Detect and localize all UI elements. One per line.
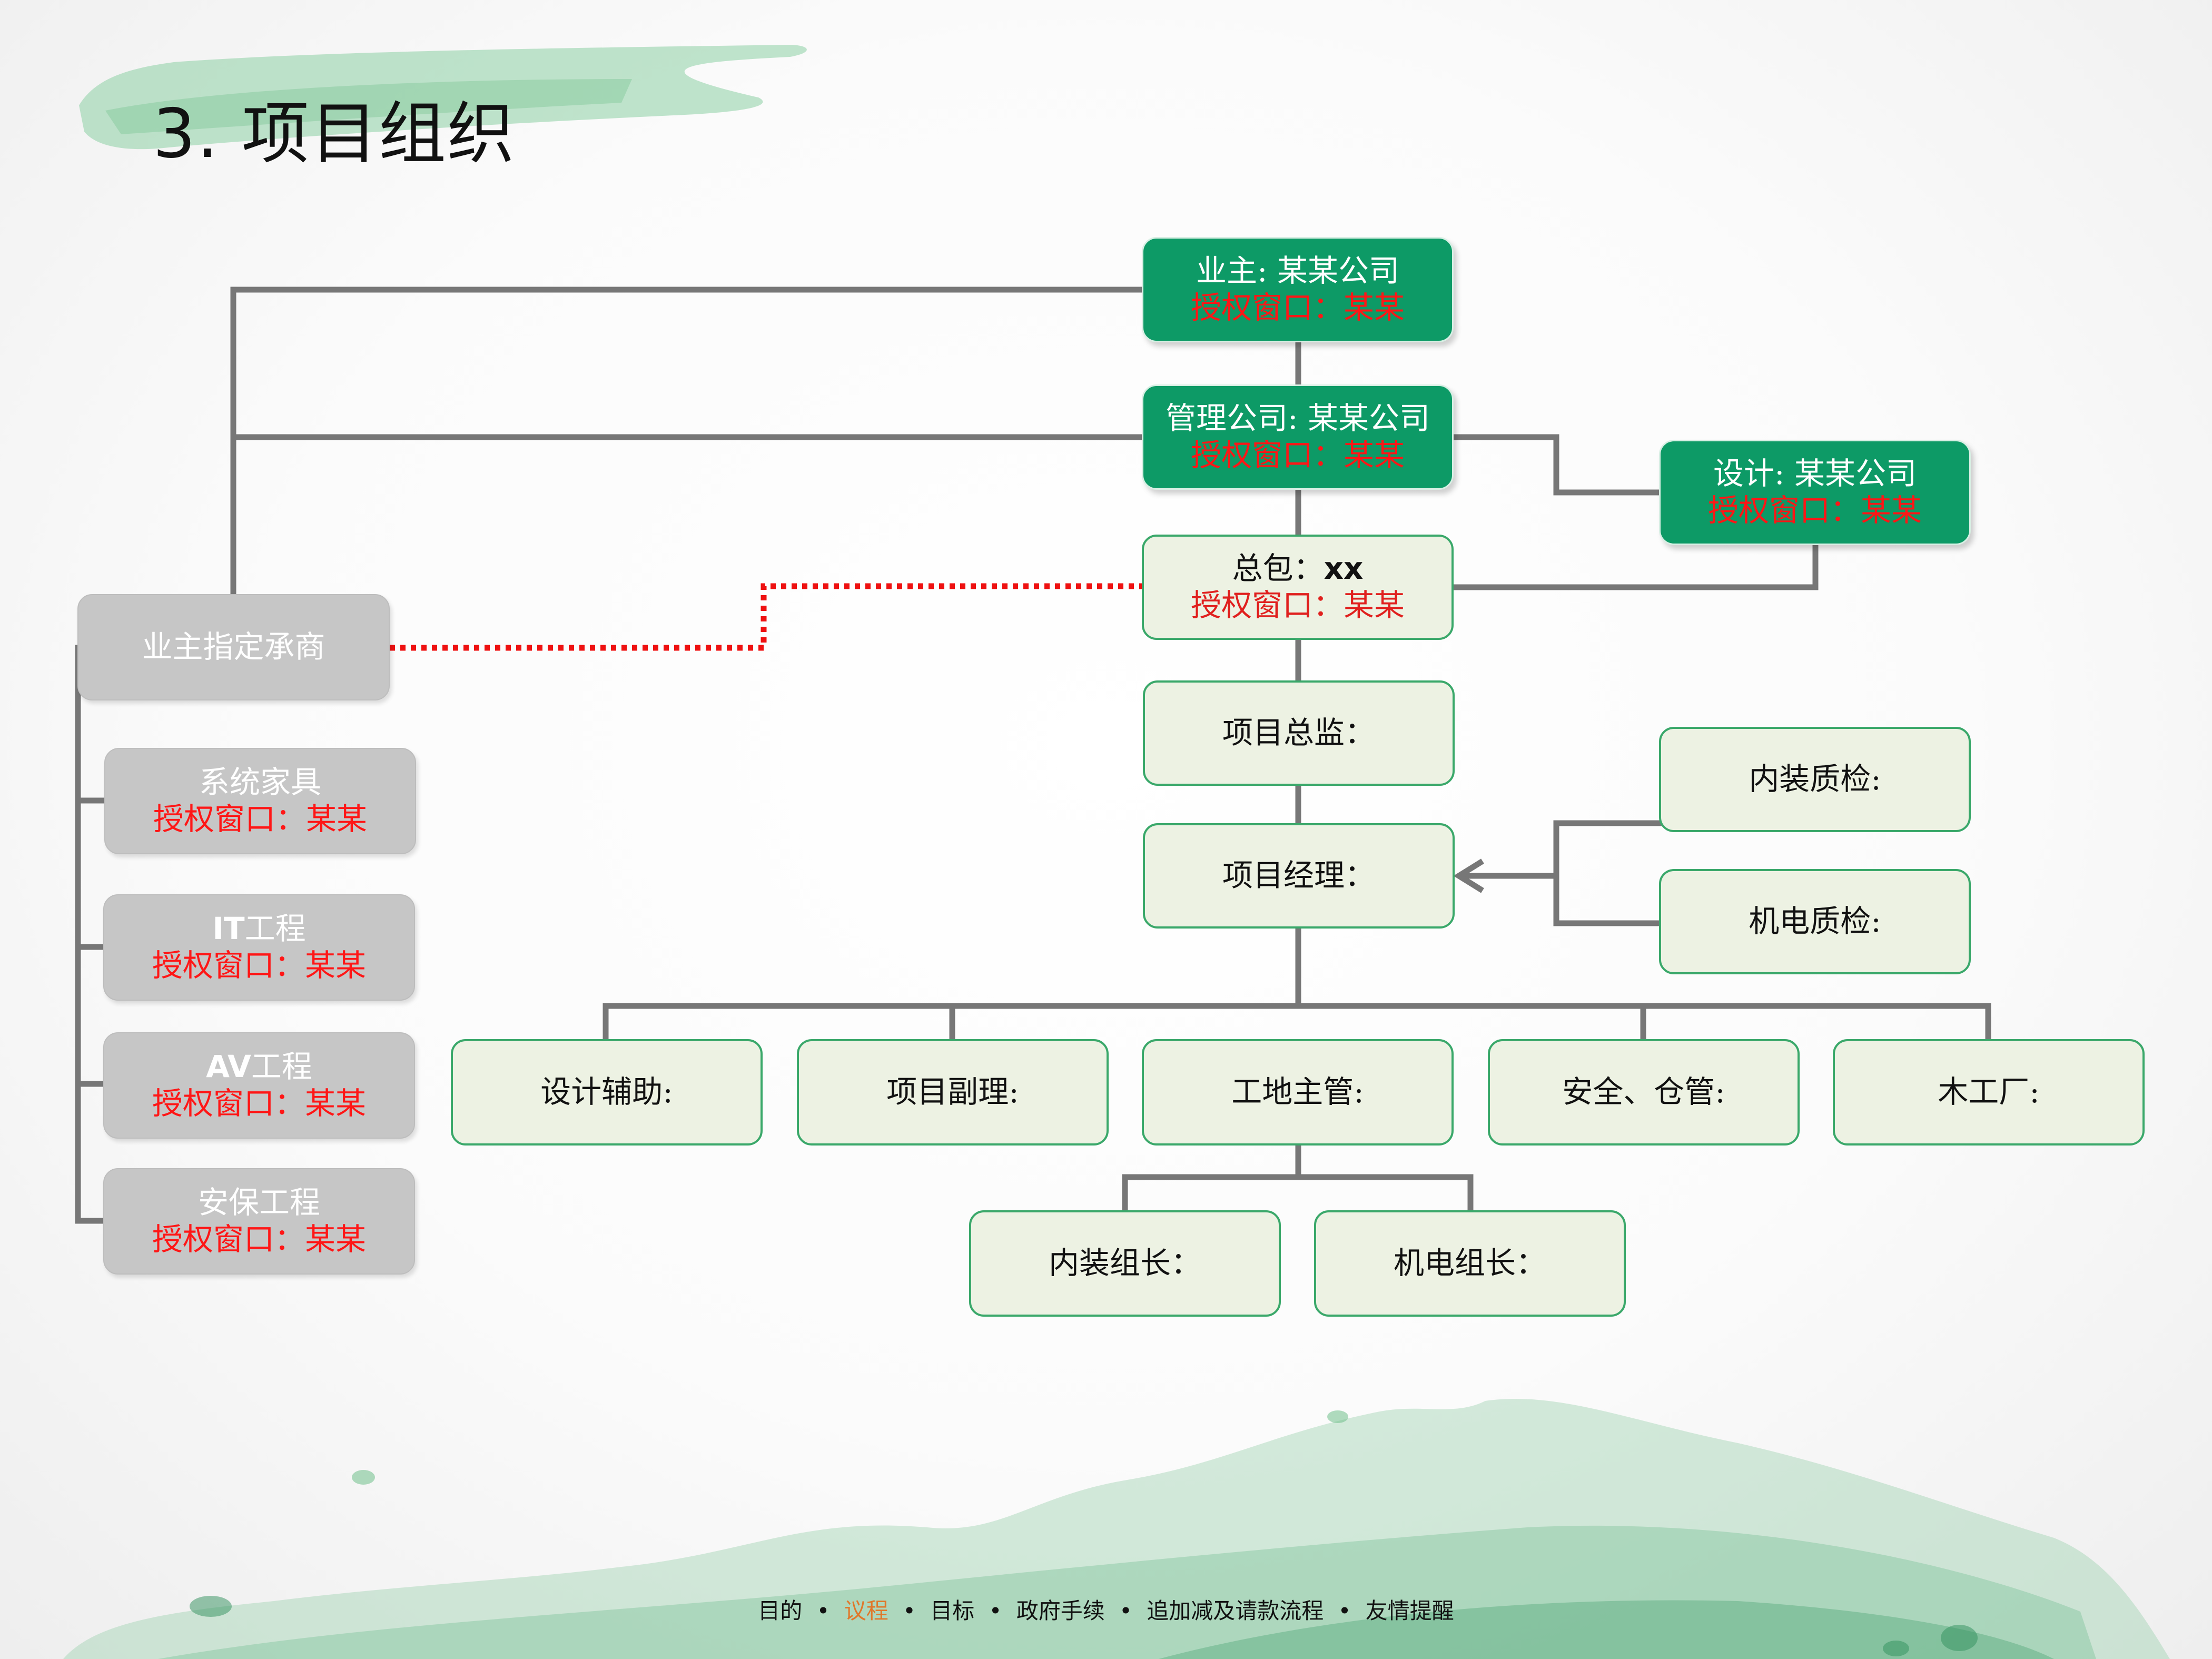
owner-contractor-label: 业主指定承商: [142, 629, 325, 665]
wood-factory-label: 木工厂:: [1938, 1074, 2040, 1110]
deputy-manager-label: 项目副理:: [886, 1074, 1019, 1110]
av-label-prefix: AV: [206, 1049, 251, 1085]
it-box: IT工程 授权窗口：某某: [103, 894, 415, 1001]
contractor-contact: 授权窗口：某某: [1190, 587, 1405, 623]
page-title: 3. 项目组织: [153, 95, 516, 173]
furniture-label: 系统家具: [199, 764, 321, 801]
design-assist-label: 设计辅助:: [540, 1074, 673, 1110]
contractor-box: 总包：xx 授权窗口：某某: [1142, 535, 1454, 640]
interior-leader-box: 内装组长：: [969, 1210, 1281, 1317]
manager-box: 项目经理：: [1143, 823, 1455, 929]
av-label-suffix: 工程: [251, 1049, 312, 1085]
design-label: 设计: 某某公司: [1713, 456, 1917, 492]
manager-label: 项目经理：: [1222, 857, 1375, 894]
qc-interior-box: 内装质检:: [1659, 727, 1971, 832]
qc-mep-label: 机电质检:: [1749, 903, 1881, 940]
design-box: 设计: 某某公司 授权窗口：某某: [1659, 440, 1971, 545]
footer-item-billing[interactable]: 追加减及请款流程: [1147, 1598, 1324, 1624]
furniture-box: 系统家具 授权窗口：某某: [104, 748, 416, 854]
contractor-label: 总包：xx: [1232, 550, 1364, 587]
footer-separator: •: [816, 1598, 830, 1624]
security-contact: 授权窗口：某某: [152, 1221, 366, 1257]
wood-factory-box: 木工厂:: [1833, 1039, 2145, 1146]
site-supervisor-label: 工地主管:: [1231, 1074, 1364, 1110]
footer-separator: •: [1119, 1598, 1132, 1624]
qc-interior-label: 内装质检:: [1749, 761, 1881, 797]
footer-item-agenda[interactable]: 议程: [844, 1598, 888, 1624]
footer-item-purpose[interactable]: 目的: [758, 1598, 803, 1624]
footer-separator: •: [903, 1598, 916, 1624]
furniture-contact: 授权窗口：某某: [153, 801, 367, 837]
footer-separator: •: [1338, 1598, 1351, 1624]
footer-item-permits[interactable]: 政府手续: [1016, 1598, 1105, 1624]
site-supervisor-box: 工地主管:: [1142, 1039, 1454, 1146]
safety-warehouse-label: 安全、仓管:: [1562, 1074, 1725, 1110]
director-box: 项目总监：: [1143, 680, 1455, 786]
footer-separator: •: [989, 1598, 1002, 1624]
mep-leader-box: 机电组长：: [1314, 1210, 1626, 1317]
av-contact: 授权窗口：某某: [152, 1085, 366, 1121]
footer-item-reminders[interactable]: 友情提醒: [1365, 1598, 1454, 1624]
security-box: 安保工程 授权窗口：某某: [103, 1168, 415, 1275]
it-label-prefix: IT: [212, 911, 245, 947]
av-label: AV工程: [206, 1049, 312, 1085]
it-label: IT工程: [212, 911, 305, 947]
it-contact: 授权窗口：某某: [152, 947, 366, 983]
contractor-label-prefix: 总包：: [1232, 550, 1324, 587]
owner-contractor-box: 业主指定承商: [77, 594, 390, 700]
deputy-manager-box: 项目副理:: [797, 1039, 1109, 1146]
qc-mep-box: 机电质检:: [1659, 869, 1971, 974]
management-label: 管理公司: 某某公司: [1166, 400, 1430, 437]
management-box: 管理公司: 某某公司 授权窗口：某某: [1142, 384, 1454, 490]
footer-item-goals[interactable]: 目标: [930, 1598, 975, 1624]
interior-leader-label: 内装组长：: [1048, 1245, 1201, 1281]
owner-box: 业主: 某某公司 授权窗口：某某: [1142, 237, 1454, 342]
security-label: 安保工程: [197, 1184, 320, 1221]
it-label-suffix: 工程: [244, 911, 306, 947]
management-contact: 授权窗口：某某: [1190, 437, 1405, 473]
design-contact: 授权窗口：某某: [1707, 492, 1922, 528]
contractor-name: xx: [1324, 550, 1364, 587]
mep-leader-label: 机电组长：: [1393, 1245, 1546, 1281]
design-assist-box: 设计辅助:: [451, 1039, 763, 1146]
safety-warehouse-box: 安全、仓管:: [1488, 1039, 1800, 1146]
av-box: AV工程 授权窗口：某某: [103, 1032, 415, 1139]
owner-contact: 授权窗口：某某: [1190, 290, 1405, 325]
footer-nav: 目的 • 议程 • 目标 • 政府手续 • 追加减及请款流程 • 友情提醒: [0, 1593, 2212, 1625]
director-label: 项目总监：: [1222, 715, 1375, 751]
owner-label: 业主: 某某公司: [1196, 253, 1399, 289]
